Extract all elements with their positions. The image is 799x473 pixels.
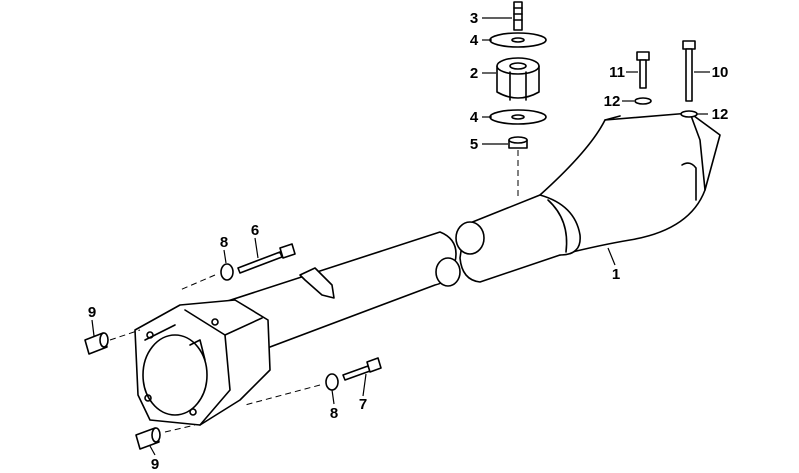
callout-12: 12	[604, 93, 621, 110]
callout-7: 7	[359, 396, 367, 413]
part-10-bolt	[682, 40, 696, 102]
part-6-bolt	[237, 243, 296, 274]
callout-3: 3	[470, 10, 478, 27]
part-1-support-tube	[134, 112, 721, 426]
part-12-washer	[680, 110, 698, 118]
part-7-bolt	[342, 357, 382, 381]
part-4-washer-upper	[489, 32, 547, 48]
part-2-rubber-mount	[496, 57, 540, 101]
part-11-bolt	[636, 51, 650, 89]
callout-5: 5	[470, 136, 478, 153]
part-9-sleeve	[135, 427, 161, 450]
part-9-sleeve	[84, 332, 109, 355]
assembly-lines	[109, 274, 321, 433]
callout-11: 11	[609, 64, 625, 81]
callout-12: 12	[712, 106, 729, 123]
callout-10: 10	[712, 64, 729, 81]
callout-4: 4	[470, 109, 479, 126]
part-5-nut	[508, 136, 528, 149]
callout-9: 9	[151, 456, 159, 473]
part-4-washer-lower	[489, 109, 547, 125]
part-3-stud	[513, 1, 523, 31]
callout-6: 6	[251, 222, 259, 239]
part-8-washer	[325, 373, 339, 391]
part-8-washer	[220, 263, 234, 281]
callout-9: 9	[88, 304, 96, 321]
callout-8: 8	[330, 405, 338, 422]
callout-1: 1	[612, 266, 620, 283]
callout-2: 2	[470, 65, 478, 82]
callout-8: 8	[220, 234, 228, 251]
leader-lines	[91, 17, 710, 456]
callout-4: 4	[470, 32, 479, 49]
part-12-washer	[634, 97, 652, 105]
